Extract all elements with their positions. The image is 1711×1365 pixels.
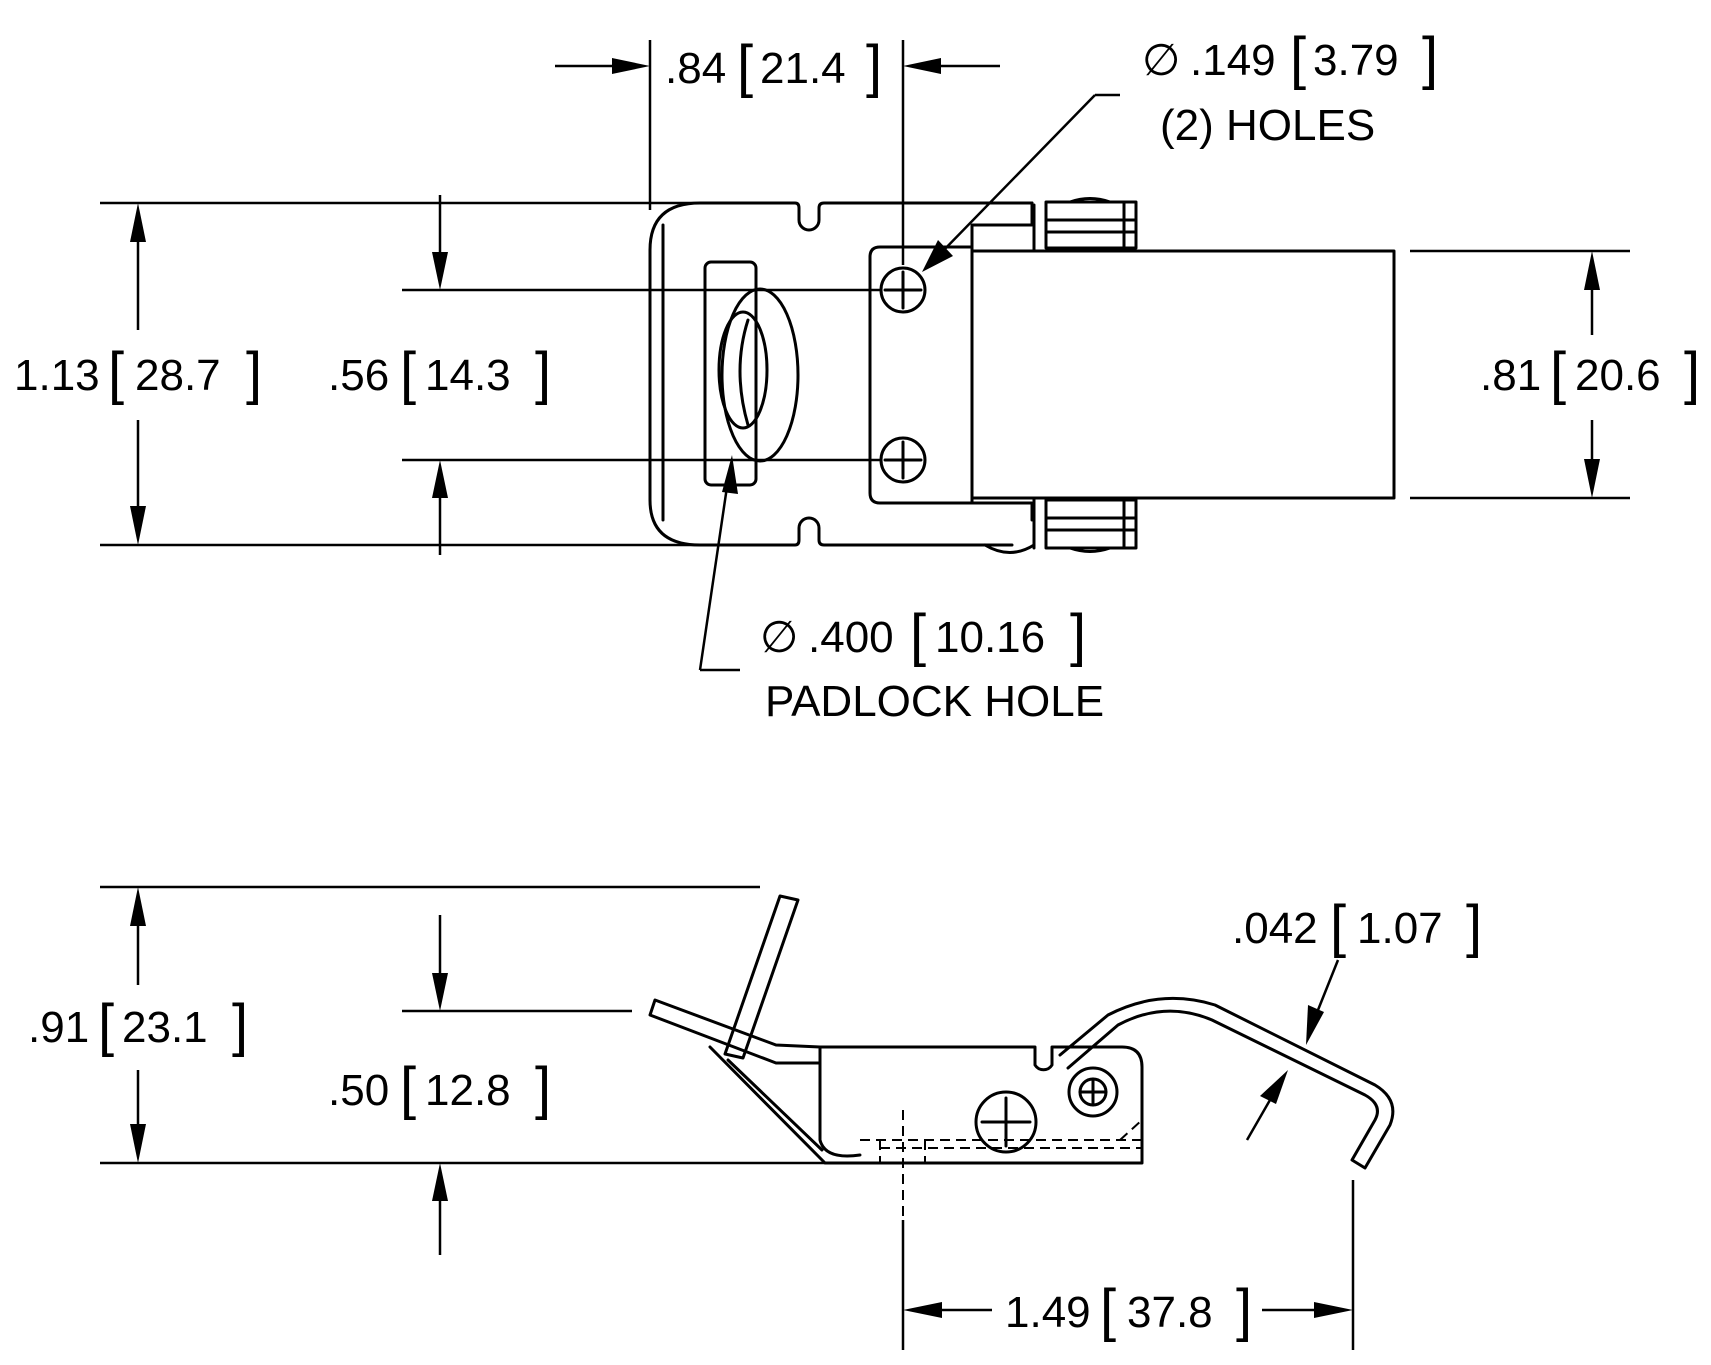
screw-hole-bottom (879, 436, 927, 484)
dim-113-inch: 1.13 (14, 351, 100, 400)
mount-plate-top-edge (970, 201, 1034, 249)
top-view-dimensions: .84 [ 21.4 ] ∅ .149 [ 3.79 ] (2) HOLES 1… (14, 26, 1700, 726)
svg-text:]: ] (535, 341, 551, 406)
hinge-knuckle-bottom (983, 496, 1138, 554)
padlock-slot (703, 260, 758, 487)
dim-50-mm: 12.8 (425, 1066, 511, 1115)
svg-text:[: [ (98, 993, 114, 1058)
svg-text:[: [ (1550, 341, 1566, 406)
upright-tab (723, 894, 800, 1060)
screw-hole-top (879, 266, 927, 314)
latch-body (818, 1045, 1144, 1165)
dim-400-inch: .400 (808, 613, 894, 662)
latch-handle (970, 249, 1396, 500)
svg-text:]: ] (1070, 603, 1086, 668)
svg-text:]: ] (866, 34, 882, 99)
svg-text:[: [ (400, 1056, 416, 1121)
svg-text:[: [ (910, 603, 926, 668)
dim-81-inch: .81 (1480, 351, 1541, 400)
dim-400-note: PADLOCK HOLE (765, 677, 1104, 726)
svg-text:[: [ (1290, 26, 1306, 91)
base-plate-outline (648, 201, 1034, 547)
side-screw (974, 1090, 1038, 1154)
angled-arm (648, 998, 822, 1065)
latch-body-inner (818, 1061, 862, 1158)
svg-text:[: [ (737, 34, 753, 99)
mount-plate-bottom-edge (970, 501, 1034, 522)
spring-hook (1058, 996, 1395, 1170)
dim-50-inch: .50 (328, 1066, 389, 1115)
svg-text:[: [ (400, 341, 416, 406)
padlock-hole-inner (738, 318, 750, 427)
dim-84-mm: 21.4 (760, 44, 846, 93)
dim-149-inch: .149 (1190, 36, 1276, 85)
svg-text:]: ] (232, 993, 248, 1058)
dim-91-inch: .91 (28, 1003, 89, 1052)
svg-text:[: [ (1330, 894, 1346, 959)
dim-400-mm: 10.16 (935, 613, 1045, 662)
svg-text:[: [ (108, 341, 124, 406)
dim-81-mm: 20.6 (1575, 351, 1661, 400)
svg-text:]: ] (1466, 894, 1482, 959)
dim-149-note: (2) HOLES (1160, 101, 1375, 150)
svg-text:]: ] (246, 341, 262, 406)
hinge-knuckle-top (1032, 197, 1138, 252)
dim-042-mm: 1.07 (1357, 904, 1443, 953)
dim-149-mm: 3.79 (1313, 36, 1399, 85)
padlock-hole (717, 310, 769, 430)
dim-56-mm: 14.3 (425, 351, 511, 400)
dim-56-inch: .56 (328, 351, 389, 400)
body-slope-inner (726, 1058, 824, 1152)
dim-042-inch: .042 (1232, 904, 1318, 953)
mount-plate (868, 245, 974, 505)
side-rivet (1067, 1066, 1119, 1118)
dim-91-mm: 23.1 (122, 1003, 208, 1052)
dim-113-mm: 28.7 (135, 351, 221, 400)
top-view-part (648, 197, 1396, 554)
dim-400-symbol: ∅ (760, 613, 798, 662)
dim-149-symbol: ∅ (1142, 36, 1180, 85)
svg-text:]: ] (535, 1056, 551, 1121)
svg-text:]: ] (1684, 341, 1700, 406)
dim-149-length-mm: 37.8 (1127, 1288, 1213, 1337)
svg-text:]: ] (1422, 26, 1438, 91)
side-view-part (648, 894, 1395, 1170)
dim-84-inch: .84 (665, 44, 726, 93)
side-view-dimensions: .91 [ 23.1 ] .50 [ 12.8 ] .042 [ 1.07 ] … (28, 885, 1482, 1350)
dim-149-length-inch: 1.49 (1005, 1288, 1091, 1337)
svg-text:[: [ (1100, 1278, 1116, 1343)
svg-text:]: ] (1236, 1278, 1252, 1343)
